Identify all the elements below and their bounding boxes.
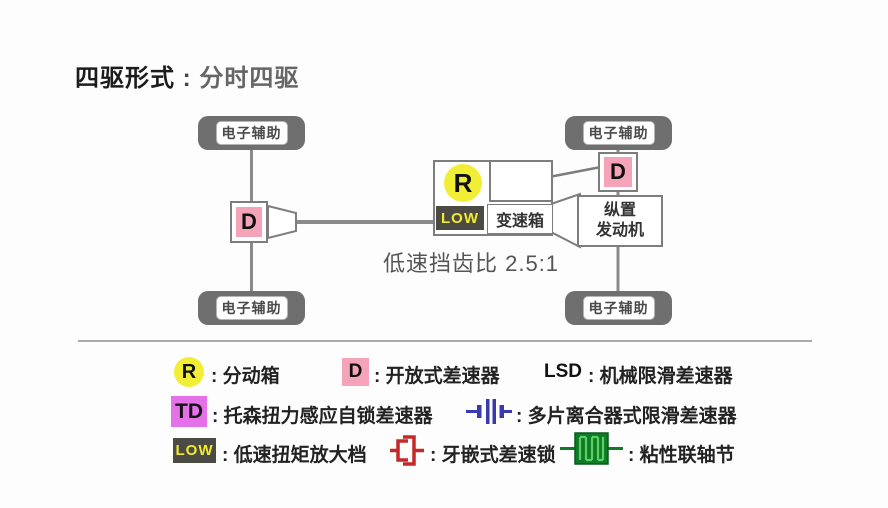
wheel-label: 电子辅助 — [582, 121, 655, 145]
title-prefix: 四驱形式 — [75, 65, 175, 92]
legend-torsen-label: : 托森扭力感应自锁差速器 — [212, 406, 433, 427]
low-gear-ratio-text: 低速挡齿比 2.5:1 — [383, 251, 560, 276]
transfer-to-rear-diff-line — [548, 165, 602, 179]
gearbox-box: 变速箱 — [487, 204, 553, 234]
legend-viscous-coupling-label: : 粘性联轴节 — [628, 445, 735, 466]
multi-plate-clutch-icon — [466, 398, 512, 425]
front-diff-coupler — [267, 204, 297, 240]
wheel-front-right: 电子辅助 — [565, 116, 672, 150]
legend-low-gear-badge: LOW — [173, 438, 216, 463]
engine-label-line1: 纵置 — [603, 202, 636, 219]
wheel-rear-left: 电子辅助 — [198, 291, 305, 325]
legend-low-gear-label: : 低速扭矩放大档 — [222, 445, 367, 466]
legend-dog-clutch-lock-label: : 牙嵌式差速锁 — [430, 445, 556, 466]
wheel-label: 电子辅助 — [215, 296, 288, 320]
title-value: 分时四驱 — [199, 65, 300, 92]
transfer-output-box — [489, 160, 553, 202]
page-title: 四驱形式 : 分时四驱 — [75, 58, 299, 93]
wheel-label: 电子辅助 — [215, 121, 288, 145]
legend-transfer-case-label: : 分动箱 — [211, 366, 280, 387]
legend-open-differential-label: : 开放式差速器 — [374, 366, 500, 387]
title-separator: : — [175, 65, 200, 92]
viscous-coupling-icon — [560, 431, 623, 466]
wheel-label: 电子辅助 — [582, 296, 655, 320]
engine-label-line2: 发动机 — [595, 222, 644, 239]
divider — [78, 340, 812, 342]
legend-lsd-label: : 机械限滑差速器 — [588, 366, 733, 387]
legend-lsd-symbol: LSD — [544, 361, 582, 382]
gearbox-label: 变速箱 — [495, 213, 544, 230]
wheel-rear-right: 电子辅助 — [565, 291, 672, 325]
engine-box: 纵置 发动机 — [577, 195, 663, 247]
legend-open-differential-badge: D — [342, 358, 369, 386]
low-gear-badge: LOW — [436, 206, 484, 230]
front-differential-badge: D — [236, 207, 262, 237]
legend-torsen-badge: TD — [171, 396, 207, 427]
rear-differential-badge: D — [604, 157, 632, 187]
rear-differential-box: D — [598, 152, 638, 192]
transfer-case-badge: R — [444, 164, 482, 202]
engine-gearbox-coupler — [550, 192, 581, 249]
wheel-front-left: 电子辅助 — [198, 116, 305, 150]
front-differential-box: D — [230, 201, 268, 243]
legend-multi-plate-clutch-label: : 多片离合器式限滑差速器 — [516, 406, 737, 427]
dog-clutch-lock-icon — [390, 435, 426, 466]
legend-transfer-case-badge: R — [174, 357, 204, 387]
